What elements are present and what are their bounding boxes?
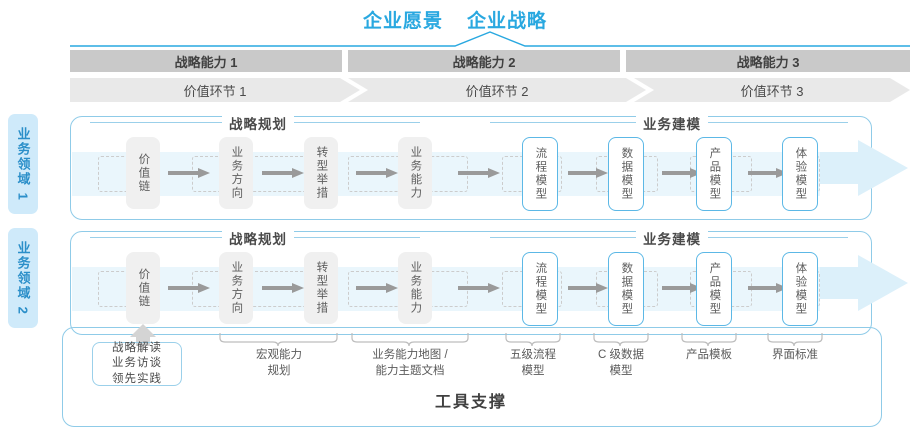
row-2-arrow-7 <box>748 283 788 293</box>
value-chain-up-arrow <box>130 324 156 346</box>
node-row2-business-direction[interactable]: 业务方向 <box>219 252 253 324</box>
title-connector-line <box>70 31 910 47</box>
node-row1-business-direction[interactable]: 业务方向 <box>219 137 253 209</box>
value-band-1: 价值环节 1 <box>70 78 360 102</box>
value-band-3: 价值环节 3 <box>634 78 910 102</box>
node-row2-process-model[interactable]: 流程模型 <box>522 252 558 326</box>
row-2-section-modeling: 业务建模 <box>636 228 708 248</box>
brace-process-model <box>505 333 561 346</box>
tool-label-macro-capability-planning: 宏观能力 规划 <box>256 349 302 377</box>
tool-label-five-level-process-model: 五级流程 模型 <box>510 349 556 377</box>
tool-label-strategy-interpretation: 战略解读 业务访谈 领先实践 <box>92 342 182 386</box>
tool-label-c-level-data-model: C 级数据 模型 <box>598 349 644 377</box>
domain-tab-1-label: 业务领域 1 <box>15 126 31 202</box>
capability-band-2: 战略能力 2 <box>348 50 620 72</box>
node-row2-business-capability[interactable]: 业务能力 <box>398 252 432 324</box>
row-2-section-strategy: 战略规划 <box>222 228 294 248</box>
row-2-arrow-2 <box>262 283 304 293</box>
brace-data-model <box>593 333 649 346</box>
node-row1-product-model[interactable]: 产品模型 <box>696 137 732 211</box>
title-enterprise-strategy: 企业战略 <box>467 10 548 32</box>
node-row2-product-model[interactable]: 产品模型 <box>696 252 732 326</box>
brace-product-template <box>681 333 737 346</box>
value-bands: 价值环节 1 价值环节 2 价值环节 3 <box>70 78 910 102</box>
capability-band-3: 战略能力 3 <box>626 50 910 72</box>
tool-support-title: 工具支撑 <box>434 394 507 411</box>
row-1-section-strategy: 战略规划 <box>222 113 294 133</box>
row-1-arrow-1 <box>168 168 210 178</box>
domain-tab-2: 业务领域 2 <box>8 228 38 328</box>
node-row2-experience-model[interactable]: 体验模型 <box>782 252 818 326</box>
node-row1-transformation-measures[interactable]: 转型举措 <box>304 137 338 209</box>
row-1-arrow-3 <box>356 168 398 178</box>
tool-label-ui-standard: 界面标准 <box>772 349 818 361</box>
title-enterprise-vision: 企业愿景 <box>362 10 443 32</box>
node-row1-data-model[interactable]: 数据模型 <box>608 137 644 211</box>
brace-macro-capability <box>219 333 338 346</box>
brace-ui-standard <box>767 333 823 346</box>
node-row1-business-capability[interactable]: 业务能力 <box>398 137 432 209</box>
node-row1-value-chain[interactable]: 价值链 <box>126 137 160 209</box>
domain-tab-1: 业务领域 1 <box>8 114 38 214</box>
row-2-arrow-6 <box>662 283 702 293</box>
brace-capability-map <box>351 333 469 346</box>
tool-label-capability-map-doc: 业务能力地图 / 能力主题文档 <box>372 349 448 377</box>
row-1-arrow-6 <box>662 168 702 178</box>
node-row1-process-model[interactable]: 流程模型 <box>522 137 558 211</box>
domain-tab-2-label: 业务领域 2 <box>15 240 31 316</box>
row-2-arrow-4 <box>458 283 500 293</box>
row-2-arrow-1 <box>168 283 210 293</box>
tool-label-product-template: 产品模板 <box>686 349 732 361</box>
tool-support-band <box>62 327 882 427</box>
value-band-2: 价值环节 2 <box>348 78 646 102</box>
row-1-arrow-2 <box>262 168 304 178</box>
row-2-arrow-5 <box>568 283 608 293</box>
row-1-arrow-5 <box>568 168 608 178</box>
node-row2-transformation-measures[interactable]: 转型举措 <box>304 252 338 324</box>
node-row1-experience-model[interactable]: 体验模型 <box>782 137 818 211</box>
node-row2-value-chain[interactable]: 价值链 <box>126 252 160 324</box>
capability-band-1: 战略能力 1 <box>70 50 342 72</box>
row-1-arrow-4 <box>458 168 500 178</box>
node-row2-data-model[interactable]: 数据模型 <box>608 252 644 326</box>
row-2-arrow-3 <box>356 283 398 293</box>
row-1-arrow-7 <box>748 168 788 178</box>
row-1-section-modeling: 业务建模 <box>636 113 708 133</box>
header-titles: 企业愿景 企业战略 <box>0 6 910 32</box>
